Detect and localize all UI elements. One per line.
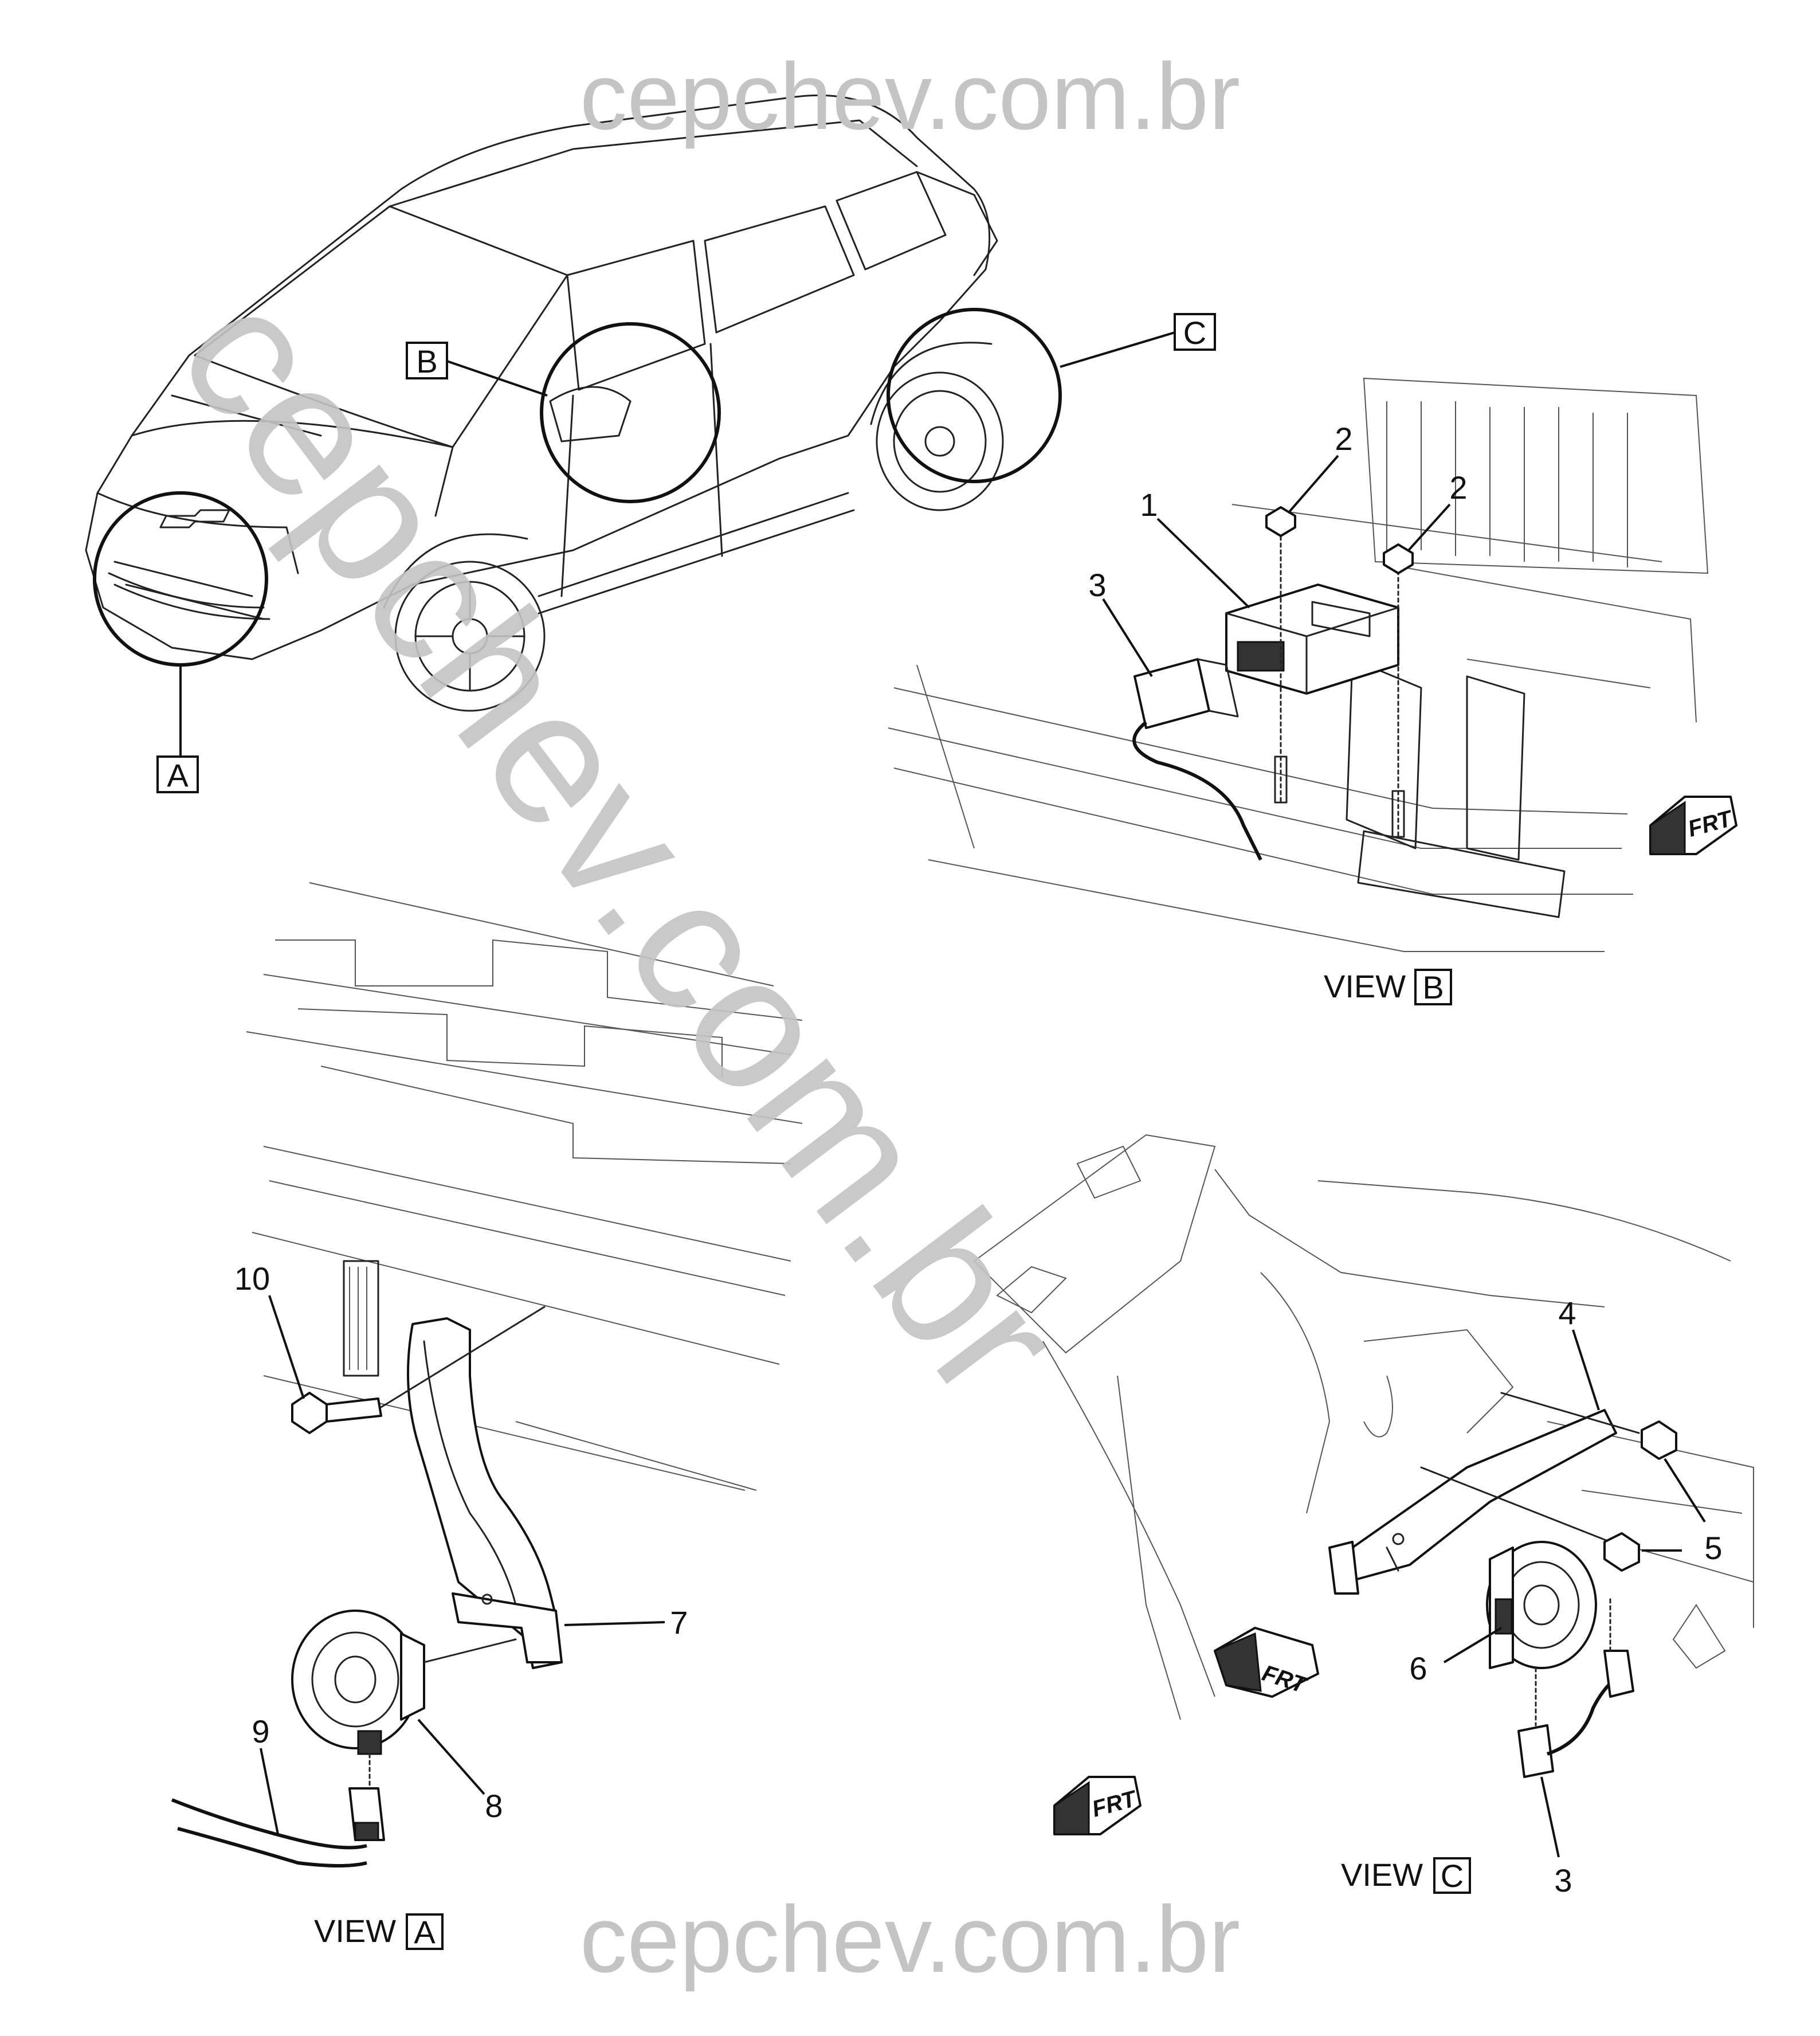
nut-5a <box>1641 1420 1677 1460</box>
view-c-letter: C <box>1441 1858 1464 1894</box>
callout-box-a: A <box>156 755 199 793</box>
side-impact-sensor <box>1486 1541 1597 1669</box>
detail-circle-c <box>887 308 1062 483</box>
view-c-front-arrow-1: FRT <box>1214 1627 1319 1698</box>
callout-b-text: B <box>416 343 437 379</box>
view-c-part-5-label: 5 <box>1704 1530 1722 1566</box>
view-a-part-9-label: 9 <box>252 1713 269 1749</box>
watermark-top: cepchev.com.br <box>580 44 1240 149</box>
side-sensor-bracket <box>1328 1409 1617 1595</box>
view-a-prefix: VIEW <box>314 1913 396 1949</box>
view-a-detail: 10 7 8 9 VIEW A <box>171 882 803 1950</box>
sensor-bracket <box>407 1317 563 1669</box>
watermark-bottom: cepchev.com.br <box>580 1886 1240 1992</box>
view-b-front-arrow: FRT <box>1649 796 1737 855</box>
view-b-part-2a-label: 2 <box>1335 421 1352 457</box>
vehicle-overview <box>85 94 1004 712</box>
nut-2b <box>1383 543 1414 574</box>
callout-leader-b <box>446 360 548 397</box>
view-a-part-7-label: 7 <box>670 1604 688 1640</box>
view-b-prefix: VIEW <box>1324 968 1406 1004</box>
view-a-letter: A <box>414 1914 436 1950</box>
harness-connector-b <box>1132 658 1262 861</box>
view-b-detail: 1 2 2 3 FRT VIEW B <box>888 377 1737 1005</box>
callout-leader-c <box>1060 331 1175 368</box>
front-impact-sensor <box>291 1610 425 1755</box>
view-b-part-3-label: 3 <box>1088 567 1106 603</box>
callout-c-text: C <box>1183 315 1206 351</box>
sensing-module <box>1225 584 1399 695</box>
view-c-part-4-label: 4 <box>1558 1295 1576 1331</box>
callout-box-c: C <box>1174 313 1216 351</box>
detail-circle-b <box>540 322 721 503</box>
view-b-part-1-label: 1 <box>1140 487 1158 523</box>
view-c-part-3-label: 3 <box>1554 1862 1572 1898</box>
view-a-part-8-label: 8 <box>485 1788 503 1824</box>
view-b-letter: B <box>1422 969 1444 1005</box>
callout-box-b: B <box>406 342 448 379</box>
view-c-prefix: VIEW <box>1341 1857 1423 1893</box>
harness-connector-c <box>1517 1650 1634 1778</box>
view-c-front-arrow-2: FRT <box>1053 1776 1142 1835</box>
bolt-10 <box>291 1392 382 1434</box>
view-c-part-6-label: 6 <box>1409 1650 1427 1686</box>
nut-5b <box>1603 1532 1640 1572</box>
callout-a-text: A <box>167 757 189 793</box>
view-b-part-2b-label: 2 <box>1449 469 1467 506</box>
view-a-part-10-label: 10 <box>234 1260 270 1297</box>
harness-9 <box>171 1787 385 1867</box>
view-c-detail: 4 5 6 3 FRT FRT VIEW C <box>973 1134 1754 1898</box>
nut-2a <box>1265 506 1296 537</box>
